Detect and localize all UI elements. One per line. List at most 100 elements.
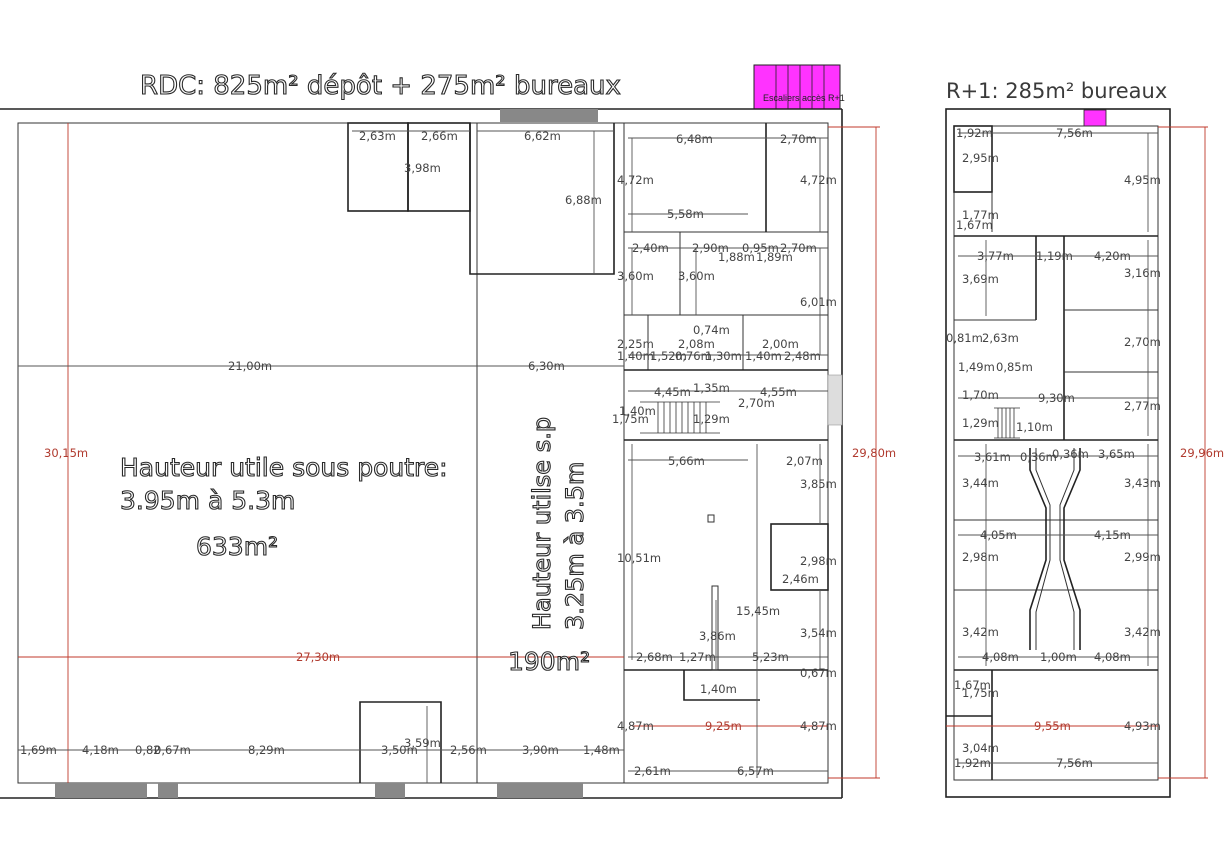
hauteur-label-line1: Hauteur utile sous poutre: — [120, 453, 448, 482]
dim-label: 2,98m — [962, 550, 999, 564]
dim-label: 0,76m — [675, 349, 712, 363]
dim-label: 2,98m — [800, 554, 837, 568]
r1-title: R+1: 285m² bureaux — [946, 79, 1167, 103]
dim-label: 2,66m — [421, 129, 458, 143]
dim-label: 2,56m — [450, 743, 487, 757]
dim-label: 2,00m — [762, 337, 799, 351]
dim-label: 4,87m — [800, 719, 837, 733]
dim-label: 4,15m — [1094, 528, 1131, 542]
dim-label: 1,77m — [962, 208, 999, 222]
dim-label: 1,40m — [745, 349, 782, 363]
rdc-dim-labels: 2,63m 2,66m 3,98m 6,62m 6,88m 21,00m 6,3… — [20, 129, 620, 757]
dim-label: 1,48m — [583, 743, 620, 757]
dim-label: 0,81m — [946, 331, 983, 345]
dim-label: 6,62m — [524, 129, 561, 143]
dim-label: 4,20m — [1094, 249, 1131, 263]
dim-label: 1,00m — [1040, 650, 1077, 664]
dim-label: 4,55m — [760, 385, 797, 399]
dim-label: 4,93m — [1124, 719, 1161, 733]
dim-label: 0,95m — [742, 241, 779, 255]
dim-label: 2,95m — [962, 151, 999, 165]
dim-label: 5,66m — [668, 454, 705, 468]
area-depot: 633m² — [196, 532, 278, 561]
dim-label: 1,67m — [954, 678, 991, 692]
office-dim-labels: 6,48m 2,70m 4,72m 4,72m 5,58m 2,40m 2,90… — [612, 132, 896, 778]
dim-label: 0,74m — [693, 323, 730, 337]
door-top — [500, 109, 598, 122]
dim-label: 1,40m — [619, 404, 656, 418]
dim-label: 1,35m — [693, 381, 730, 395]
dim-label: 3,50m — [381, 743, 418, 757]
dim-label: 2,63m — [359, 129, 396, 143]
dim-label: 4,05m — [980, 528, 1017, 542]
dim-label: 5,23m — [752, 650, 789, 664]
dim-label: 3,59m — [404, 736, 441, 750]
dim-label: 3,44m — [962, 476, 999, 490]
dim-label: 6,30m — [528, 359, 565, 373]
dim-label: 1,52m — [650, 349, 687, 363]
stair-access-block: Escaliers accès R+1 — [753, 64, 845, 110]
dim-label: 4,72m — [617, 173, 654, 187]
dim-label: 3,16m — [1124, 266, 1161, 280]
dim-label: 8,29m — [248, 743, 285, 757]
dim-label: 1,30m — [705, 349, 742, 363]
rdc-dim-lines — [18, 130, 828, 783]
dim-label: 3,54m — [800, 626, 837, 640]
dim-label: 0,67m — [800, 666, 837, 680]
dim-label: 1,27m — [679, 650, 716, 664]
dim-label: 4,18m — [82, 743, 119, 757]
dim-label: 29,80m — [852, 446, 896, 460]
dim-label: 3,69m — [962, 272, 999, 286]
dim-label: 1,67m — [956, 218, 993, 232]
dim-label: 9,55m — [1034, 719, 1071, 733]
dim-label: 2,70m — [780, 132, 817, 146]
dim-label: 0,82 — [135, 743, 161, 757]
r1-outline — [945, 108, 1171, 798]
rdc-outline — [0, 108, 843, 799]
dim-label: 3,98m — [404, 161, 441, 175]
dim-label: 1,92m — [956, 126, 993, 140]
dim-label: 2,48m — [784, 349, 821, 363]
dim-label: 15,45m — [736, 604, 780, 618]
dim-label: 1,19m — [1036, 249, 1073, 263]
rdc-title: RDC: 825m² dépôt + 275m² bureaux — [140, 71, 621, 101]
r1-dim-lines — [946, 126, 1208, 779]
dim-label: 1,88m — [718, 250, 755, 264]
dim-label: 7,56m — [1056, 756, 1093, 770]
dim-label: 1,89m — [756, 250, 793, 264]
dim-label: 5,58m — [667, 207, 704, 221]
door-right — [827, 374, 843, 426]
dim-label: 4,95m — [1124, 173, 1161, 187]
dim-label: 3,61m — [974, 450, 1011, 464]
r1-dim-labels: 1,92m 7,56m 2,95m 4,95m 1,77m 1,67m 3,77… — [946, 126, 1224, 770]
dim-label: 1,40m — [700, 682, 737, 696]
dim-label: 0,36m — [1020, 450, 1057, 464]
dim-label: 2,70m — [738, 396, 775, 410]
dim-label: 4,45m — [654, 385, 691, 399]
dim-label: 3,85m — [800, 477, 837, 491]
dim-label: 3,43m — [1124, 476, 1161, 490]
dim-label: 30,15m — [44, 446, 88, 460]
dim-label: 0,67m — [154, 743, 191, 757]
stair-r1-block — [1083, 109, 1107, 127]
dim-label: 1,70m — [962, 388, 999, 402]
dim-label: 1,29m — [693, 412, 730, 426]
dim-label: 2,40m — [632, 241, 669, 255]
dim-label: 3,86m — [699, 629, 736, 643]
dim-label: 0,85m — [996, 360, 1033, 374]
dim-label: 3,60m — [678, 269, 715, 283]
dim-label: 1,29m — [962, 416, 999, 430]
dim-label: 21,00m — [228, 359, 272, 373]
dim-label: 3,04m — [962, 741, 999, 755]
dim-label: 6,57m — [737, 764, 774, 778]
dim-label: 1,49m — [958, 360, 995, 374]
dim-label: 6,01m — [800, 295, 837, 309]
dim-label: 4,87m — [617, 719, 654, 733]
dim-label: 1,75m — [612, 412, 649, 426]
dim-label: 1,69m — [20, 743, 57, 757]
hauteur-sp-line2: 3.25m à 3.5m — [561, 462, 589, 630]
dim-label: 29,96m — [1180, 446, 1224, 460]
dim-label: 1,40m — [617, 349, 654, 363]
dim-label: 1,75m — [962, 686, 999, 700]
rdc-red-dims — [18, 123, 880, 783]
